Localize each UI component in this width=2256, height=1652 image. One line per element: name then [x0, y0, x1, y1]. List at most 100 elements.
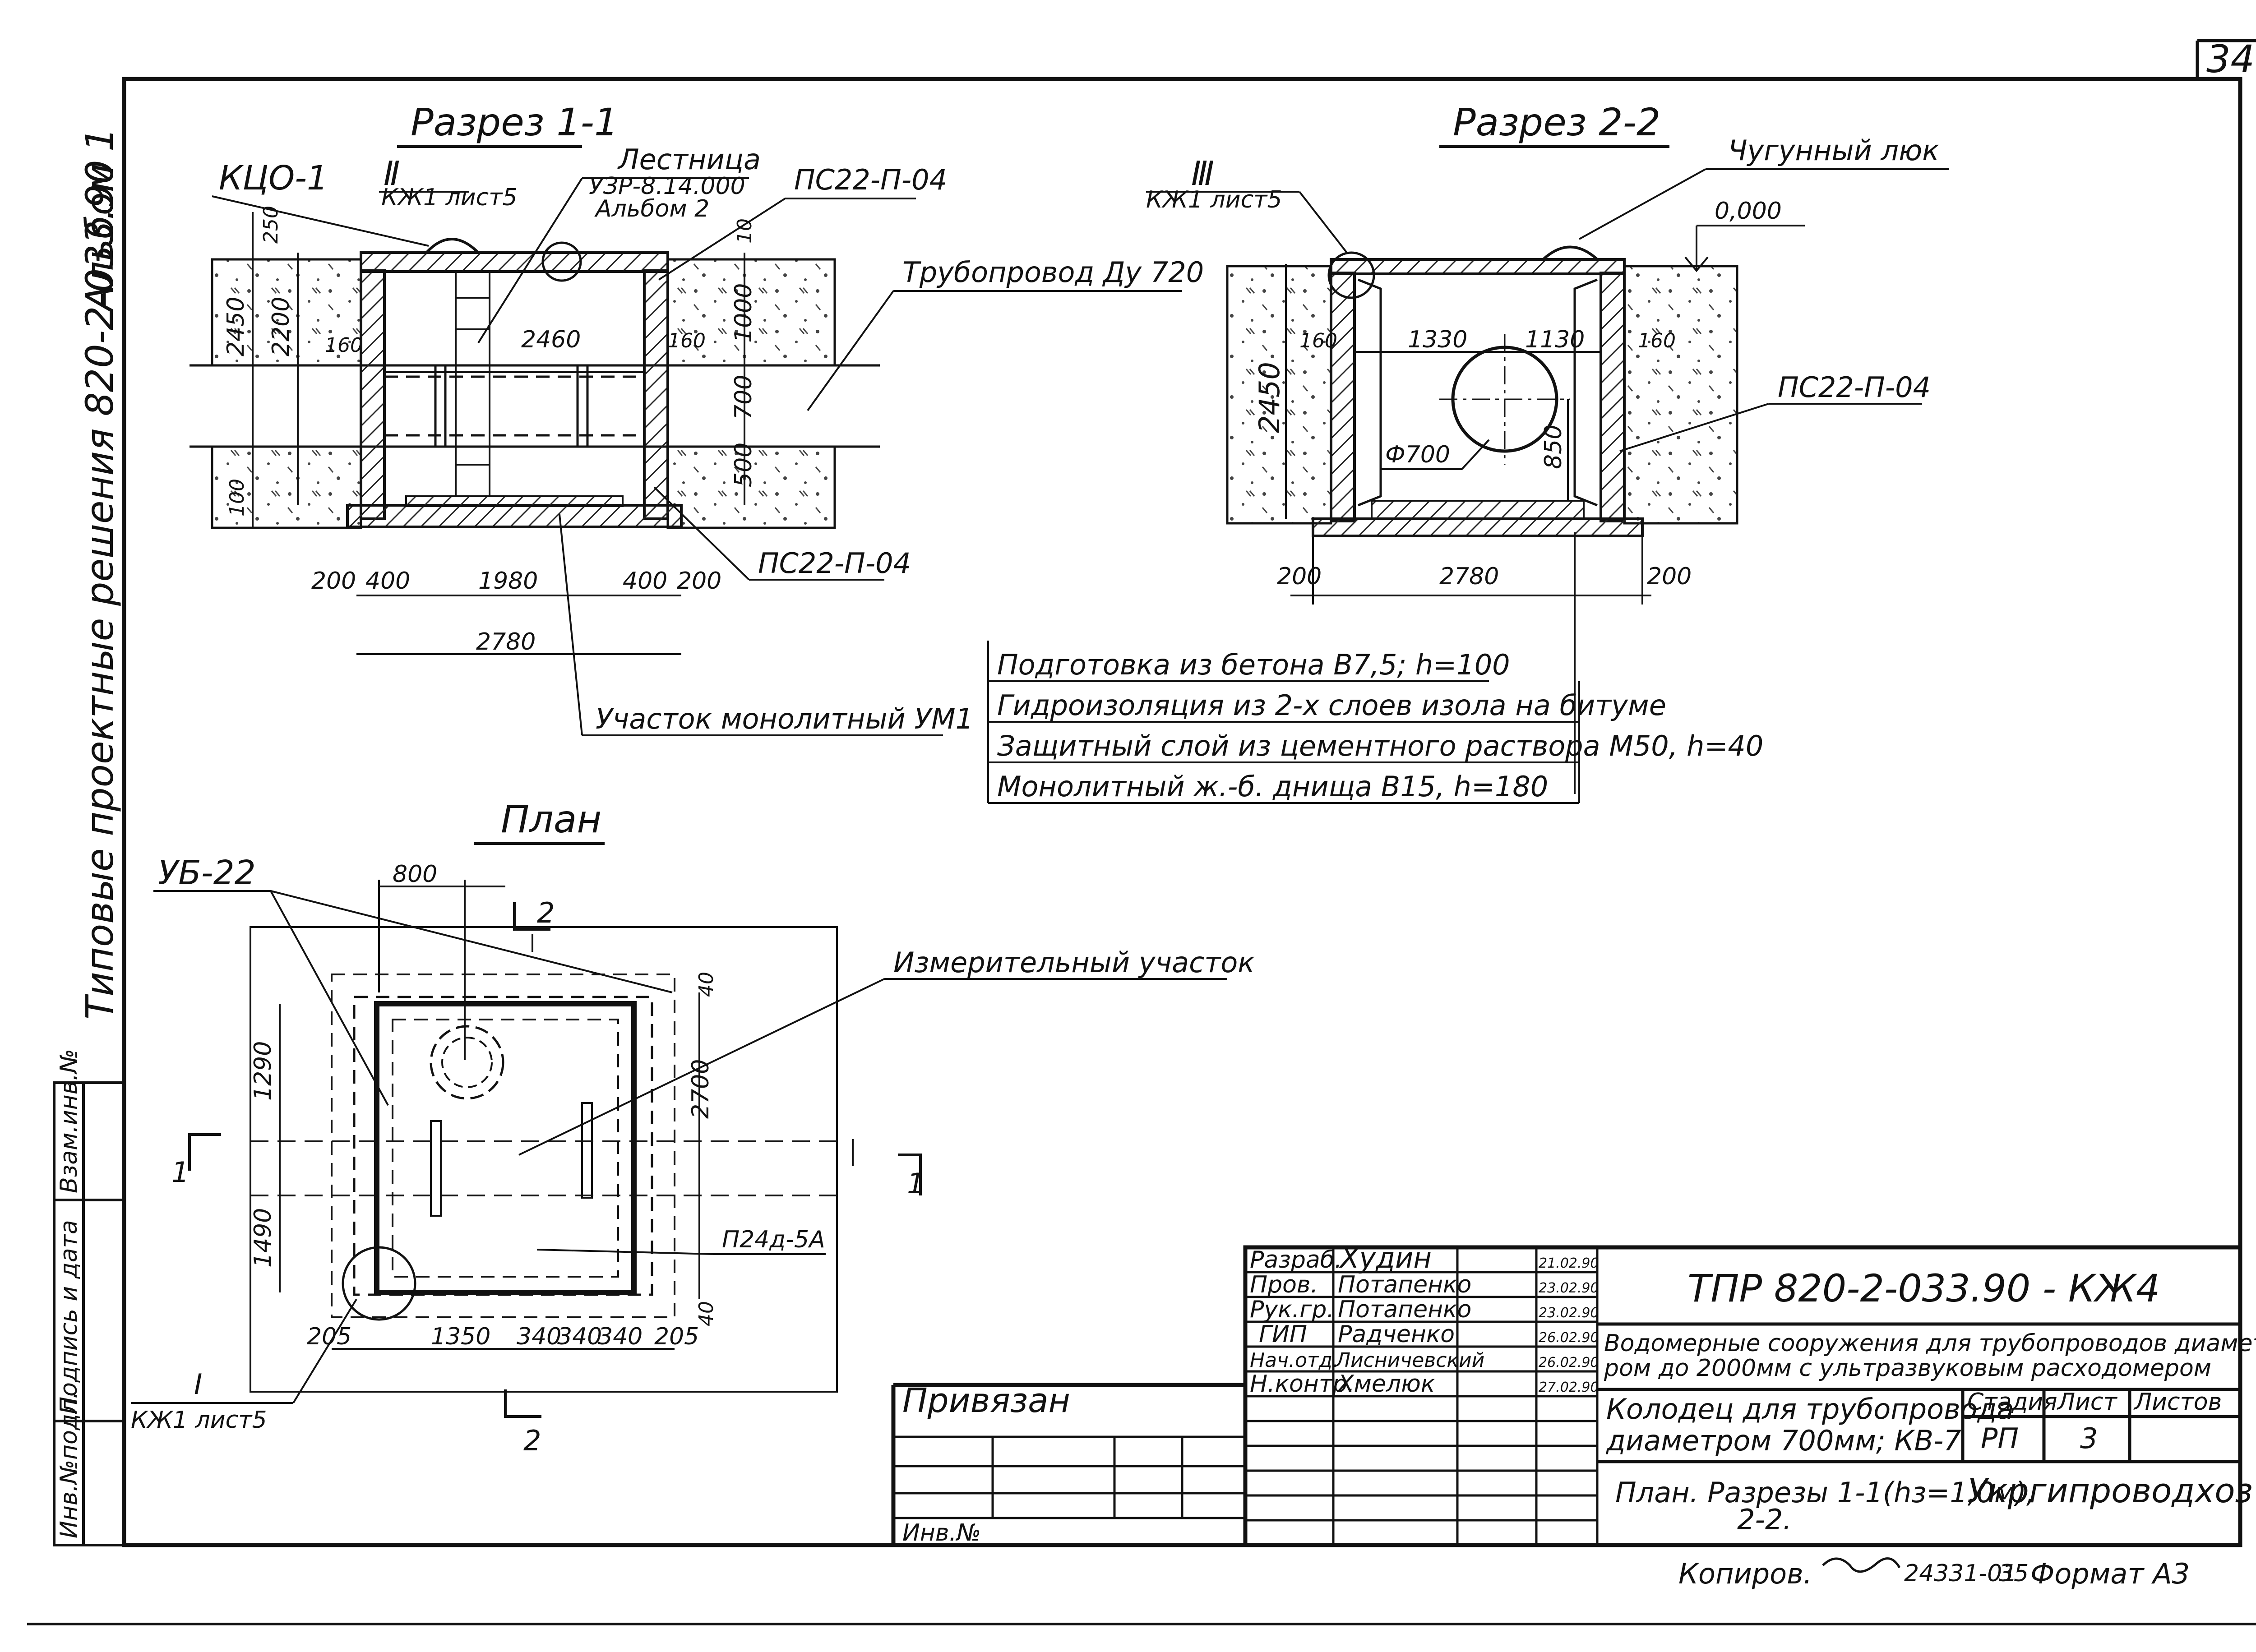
inv-no-label: Инв.№	[902, 1519, 981, 1546]
signer-name-1: Худин	[1339, 1241, 1432, 1274]
signer-role-1: Разраб.	[1250, 1246, 1342, 1274]
dim-850: 850	[1540, 425, 1567, 469]
label-ps-top-1-1: ПС22-П-04	[794, 163, 947, 196]
sheet-number: 34	[2206, 37, 2255, 81]
signer-role-6: Н.контр.	[1250, 1371, 1355, 1398]
label-ps-2-2: ПС22-П-04	[1778, 371, 1931, 404]
dim-40-bottom: 40	[695, 1301, 718, 1326]
organization: Укргипроводхоз	[1967, 1472, 2253, 1510]
dim-400-a: 400	[365, 568, 410, 595]
dim-100: 100	[226, 479, 249, 517]
signer-date-5: 26.02.90	[1539, 1355, 1599, 1371]
ladder-name: Лестница	[617, 143, 761, 176]
signer-role-4: ГИП	[1259, 1321, 1307, 1348]
ref-sheet-2-2: КЖ1 лист5	[1146, 186, 1282, 213]
project-line-1: Водомерные сооружения для трубопроводов …	[1604, 1330, 2256, 1357]
cut-1-left: 1	[171, 1156, 189, 1189]
dim-400-b: 400	[623, 568, 667, 595]
dim-1330: 1330	[1408, 326, 1467, 353]
dim-1350: 1350	[431, 1323, 490, 1350]
sheets-header: Листов	[2133, 1389, 2222, 1416]
copier-signature	[1822, 1557, 1901, 1573]
stamp-inv: Инв.№подл.	[55, 1391, 83, 1538]
left-stamp	[53, 1081, 125, 1546]
dim-1130: 1130	[1525, 326, 1585, 353]
level-label: 0,000	[1715, 198, 1782, 225]
copied-label: Копиров.	[1678, 1557, 1812, 1590]
ref-sheet-1-1: КЖ1 лист5	[381, 184, 518, 211]
ladder-album: Альбом 2	[594, 195, 709, 222]
dim-160-left-2-2: 160	[1299, 329, 1337, 352]
stage-header: Стадия	[1967, 1389, 2057, 1416]
signer-date-2: 23.02.90	[1539, 1280, 1599, 1296]
cut-1-right: 1	[907, 1167, 925, 1200]
dim-200-a-2-2: 200	[1277, 563, 1322, 590]
dim-200-b: 200	[677, 568, 721, 595]
hatch-label: Чугунный люк	[1728, 134, 1939, 167]
ref-sheet-plan: КЖ1 лист5	[131, 1407, 267, 1434]
dim-2780-2-2: 2780	[1439, 563, 1499, 590]
copy-number: 35	[1999, 1560, 2029, 1587]
dim-340-b: 340	[557, 1323, 602, 1350]
ref-numeral-3: Ⅲ	[1191, 154, 1214, 193]
ref-numeral-1: Ⅰ	[194, 1368, 202, 1401]
signer-date-6: 27.02.90	[1539, 1380, 1599, 1395]
pipe-diameter-label: Ф700	[1385, 441, 1450, 468]
dim-2460: 2460	[521, 326, 581, 353]
dim-2450: 2450	[222, 297, 250, 356]
dim-1290: 1290	[250, 1041, 277, 1101]
measuring-label: Измерительный участок	[893, 946, 1255, 979]
dim-160-right-2-2: 160	[1638, 329, 1676, 352]
attached-label: Привязан	[902, 1381, 1070, 1420]
project-line-2: ром до 2000мм с ультразвуковым расходоме…	[1604, 1355, 2211, 1382]
dim-205-a: 205	[307, 1323, 351, 1350]
cut-2-top: 2	[537, 896, 555, 929]
dim-1000: 1000	[730, 283, 757, 343]
signer-name-5: Лисничевский	[1335, 1349, 1484, 1372]
doc-code: ТПР 820-2-033.90 - КЖ4	[1687, 1266, 2160, 1311]
signer-name-6: Хмелюк	[1336, 1371, 1435, 1398]
series-label: Типовые проектные решения 820-2-033.90	[78, 160, 122, 1020]
label-ps-bottom-1-1: ПС22-П-04	[758, 547, 911, 580]
cut-2-bottom: 2	[523, 1424, 541, 1457]
order-number: 24331-01	[1904, 1560, 2017, 1587]
label-ub: УБ-22	[158, 854, 256, 892]
dim-160-right: 160	[668, 329, 706, 352]
signer-date-3: 23.02.90	[1539, 1305, 1599, 1321]
label-p24: П24д-5А	[722, 1226, 825, 1253]
signer-name-3: Потапенко	[1338, 1296, 1471, 1323]
sheet-header: Лист	[2057, 1389, 2117, 1416]
dim-200-b-2-2: 200	[1647, 563, 1692, 590]
album-label: Альбом 1	[78, 128, 122, 314]
monolithic-label: Участок монолитный УМ1	[596, 702, 973, 735]
dim-2700: 2700	[687, 1059, 714, 1119]
format-label: Формат А3	[2030, 1557, 2190, 1590]
title-block	[891, 1245, 2242, 1547]
dim-205-b: 205	[654, 1323, 699, 1350]
dim-800: 800	[393, 861, 437, 888]
signer-date-4: 26.02.90	[1539, 1330, 1599, 1346]
dim-10: 10	[733, 218, 756, 244]
dim-1490: 1490	[250, 1208, 277, 1268]
drawing-line-1: План. Разрезы 1-1(hз=1,0м),	[1615, 1476, 2035, 1509]
dim-200-a: 200	[311, 568, 356, 595]
dim-340-c: 340	[598, 1323, 643, 1350]
layer-2: Гидроизоляция из 2-х слоев изола на биту…	[997, 689, 1666, 722]
signer-name-4: Радченко	[1338, 1321, 1455, 1348]
section-2-2: Разрез 2-2 160 1330 1130 160 2450 850	[1146, 100, 1949, 794]
dim-2200: 2200	[268, 297, 295, 356]
layer-3: Защитный слой из цементного раствора М50…	[997, 729, 1763, 762]
dim-2450-2-2: 2450	[1253, 362, 1286, 433]
plan-view: План 800 40 1290 2700 1490 40 20	[131, 797, 1255, 1457]
dim-40-top: 40	[695, 972, 718, 997]
dim-1980: 1980	[478, 568, 538, 595]
dim-340-a: 340	[517, 1323, 561, 1350]
pipeline-label: Трубопровод Ду 720	[902, 256, 1204, 289]
dim-700: 700	[730, 375, 757, 420]
dim-500: 500	[730, 443, 757, 487]
stamp-replace: Взам.инв.№	[55, 1049, 83, 1193]
dim-2780: 2780	[476, 628, 536, 655]
layer-4: Монолитный ж.-б. днища В15, h=180	[997, 770, 1548, 803]
signer-role-5: Нач.отд.	[1250, 1349, 1339, 1372]
